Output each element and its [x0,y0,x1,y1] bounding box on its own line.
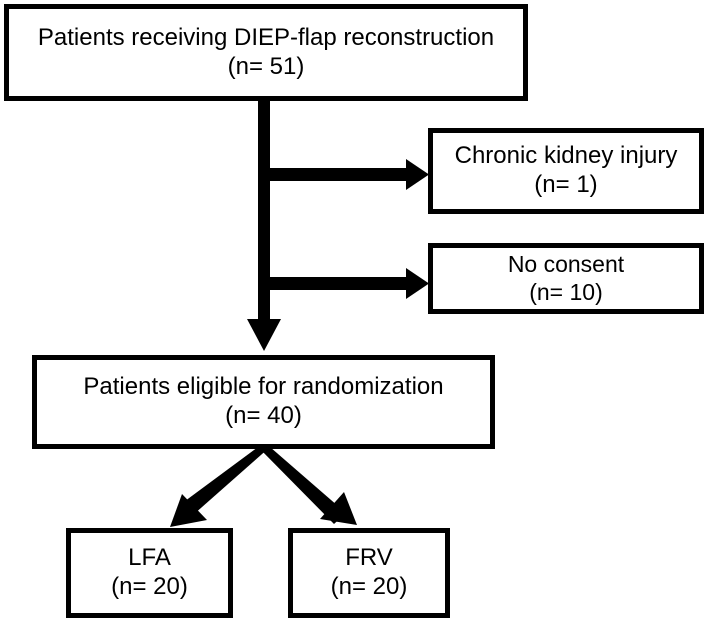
node-arm-frv: FRV (n= 20) [288,528,450,618]
node-eligible-for-randomization-label: Patients eligible for randomization (n= … [83,373,444,429]
node-source-population-label: Patients receiving DIEP-flap reconstruct… [37,23,495,80]
branch-2-arrowhead-icon [406,268,429,299]
branch-2-horizontal-line [258,277,408,290]
branch-1-horizontal-line [258,168,408,181]
node-arm-lfa: LFA (n= 20) [66,528,233,618]
split-left-arrowhead-icon [170,494,207,527]
node-arm-lfa-label: LFA (n= 20) [111,544,188,600]
trunk-vertical-line [258,100,270,322]
split-left-shaft [181,447,270,515]
node-exclusion-no-consent-label: No consent (n= 10) [507,250,625,305]
node-source-population: Patients receiving DIEP-flap reconstruct… [4,4,528,101]
node-eligible-for-randomization: Patients eligible for randomization (n= … [32,355,495,449]
node-exclusion-chronic-kidney-injury-label: Chronic kidney injury (n= 1) [454,142,678,198]
branch-1-arrowhead-icon [406,159,429,190]
node-exclusion-chronic-kidney-injury: Chronic kidney injury (n= 1) [428,128,704,214]
node-exclusion-no-consent: No consent (n= 10) [428,243,704,314]
node-arm-frv-label: FRV (n= 20) [330,544,408,600]
split-right-arrowhead-icon [320,492,357,525]
split-right-shaft [258,447,346,524]
trunk-arrowhead-icon [247,319,281,351]
